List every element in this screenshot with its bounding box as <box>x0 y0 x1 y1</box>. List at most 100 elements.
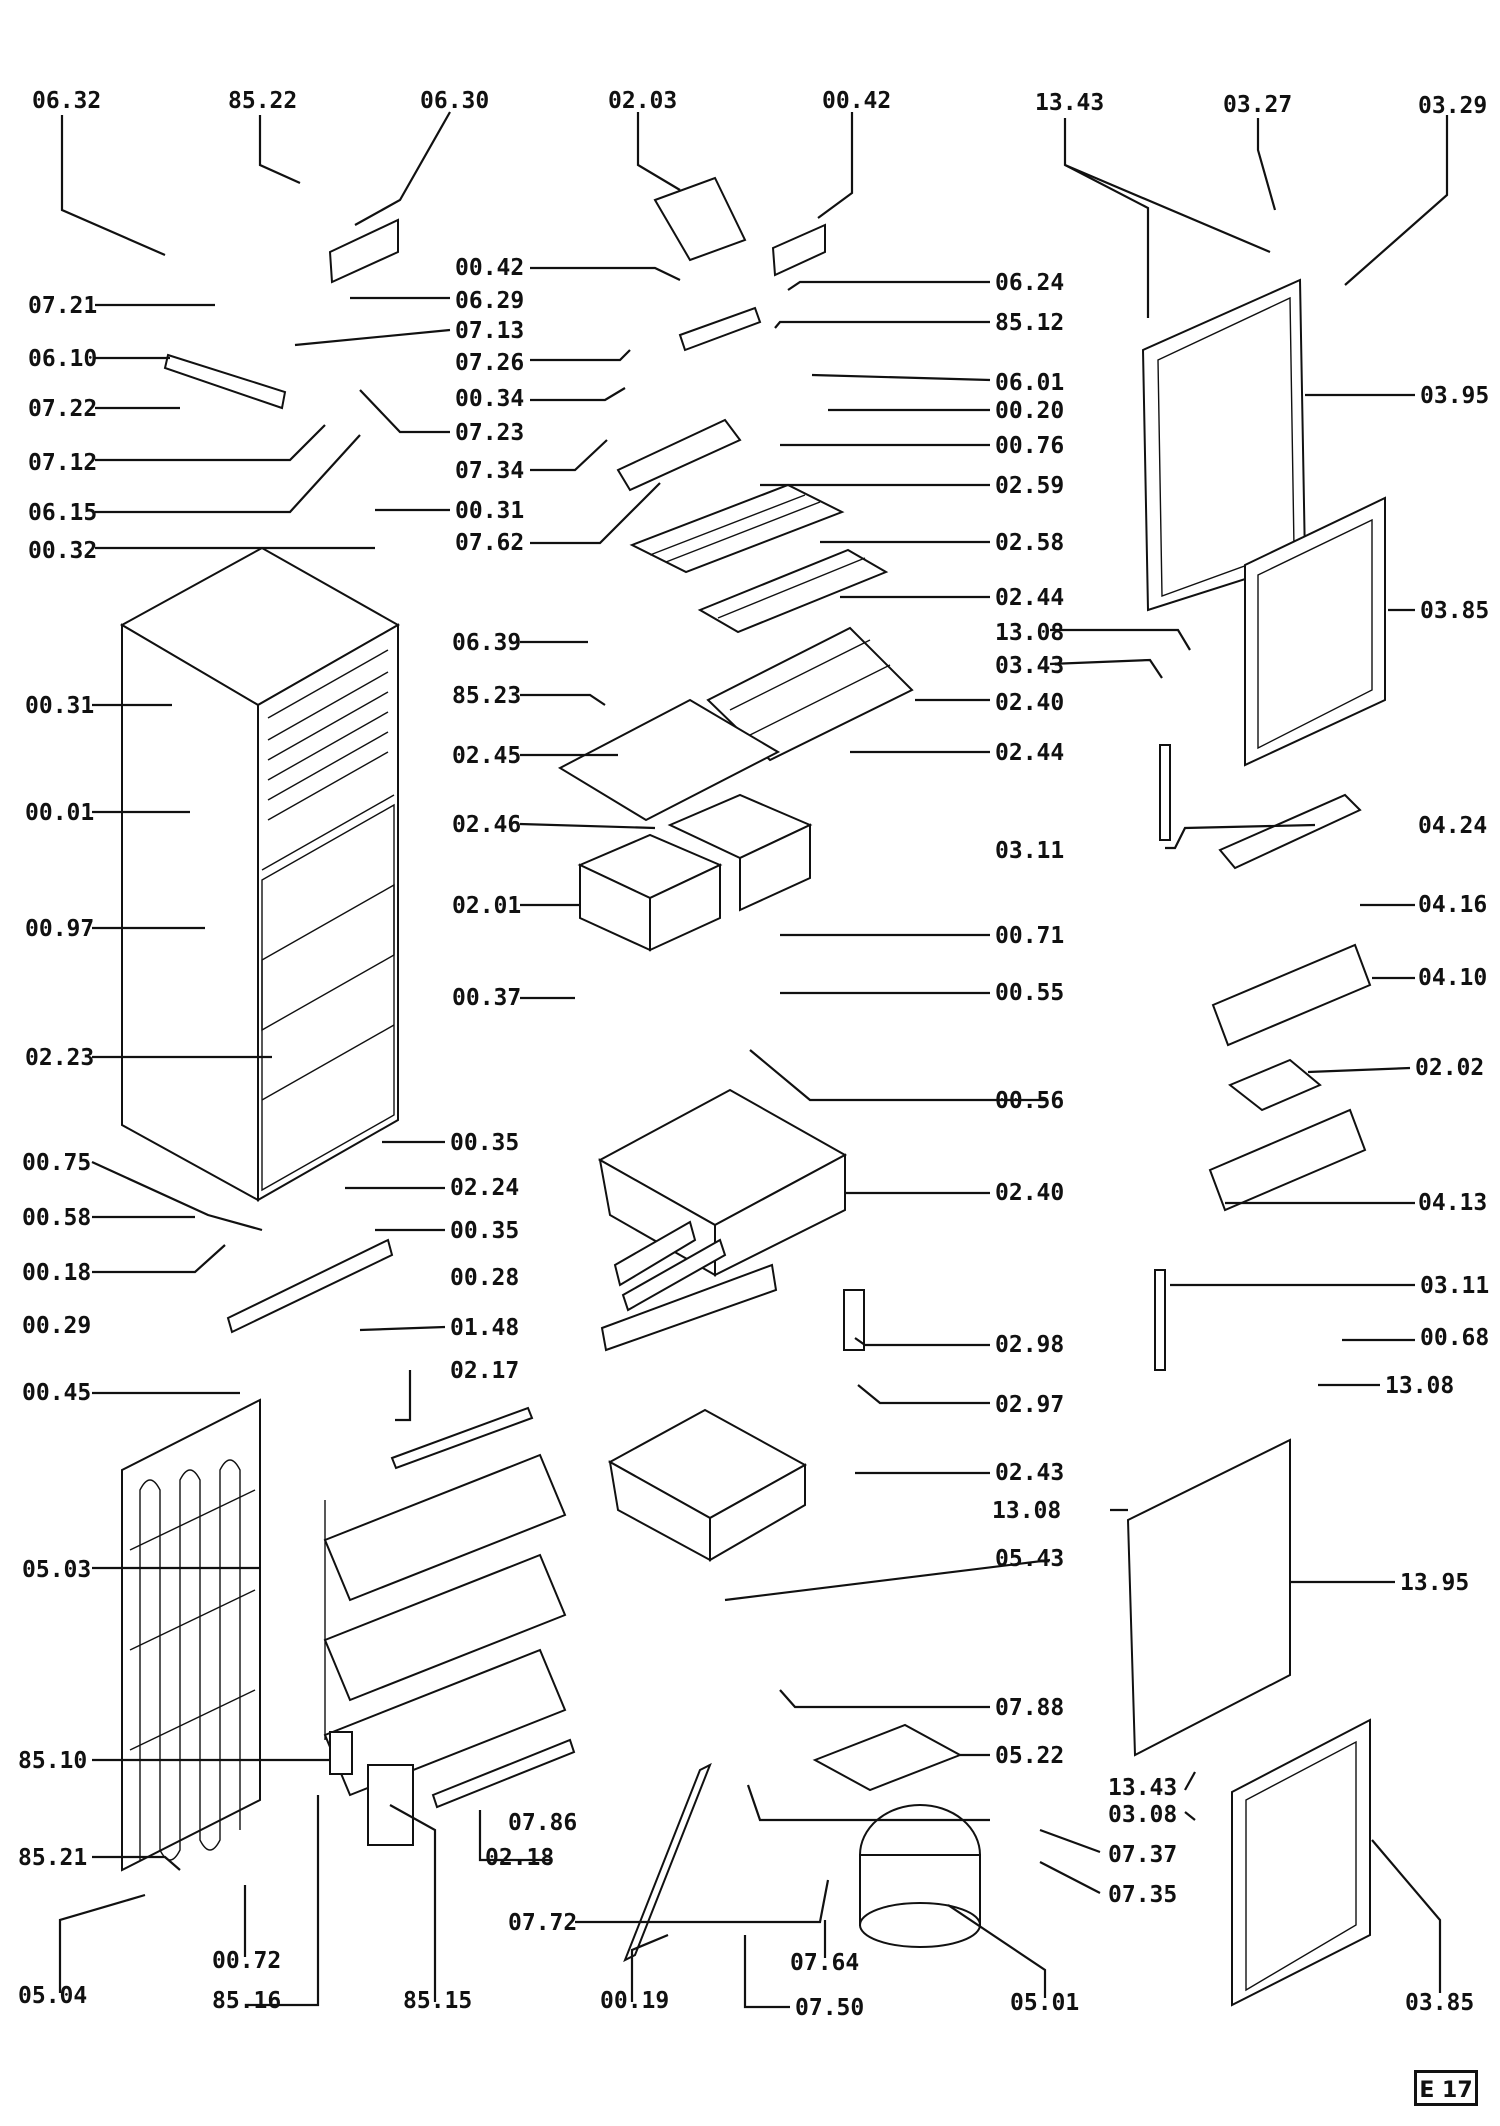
part-label: 00.31 <box>25 693 94 719</box>
part-label: 85.22 <box>228 88 297 114</box>
part-label: 07.35 <box>1108 1882 1177 1908</box>
part-label: 13.95 <box>1400 1570 1469 1596</box>
part-label: 05.22 <box>995 1743 1064 1769</box>
part-label: 07.13 <box>455 318 524 344</box>
part-label: 07.62 <box>455 530 524 556</box>
part-label: 07.64 <box>790 1950 859 1976</box>
part-label: 07.88 <box>995 1695 1064 1721</box>
part-label: 05.43 <box>995 1546 1064 1572</box>
part-label: 02.17 <box>450 1358 519 1384</box>
part-label: 00.35 <box>450 1218 519 1244</box>
part-label: 00.28 <box>450 1265 519 1291</box>
part-label: 07.26 <box>455 350 524 376</box>
part-label: 00.31 <box>455 498 524 524</box>
part-label: 02.59 <box>995 473 1064 499</box>
shelves-drawing <box>557 483 914 822</box>
part-label: 02.02 <box>1415 1055 1484 1081</box>
part-label: 06.01 <box>995 370 1064 396</box>
part-label: 85.12 <box>995 310 1064 336</box>
cabinet-drawing <box>119 546 401 1202</box>
part-label: 06.32 <box>32 88 101 114</box>
part-label: 02.01 <box>452 893 521 919</box>
part-label: 06.10 <box>28 346 97 372</box>
part-label: 07.34 <box>455 458 524 484</box>
small-parts-drawing <box>163 176 1171 1963</box>
part-label: 05.04 <box>18 1983 87 2009</box>
part-label: 07.72 <box>508 1910 577 1936</box>
part-label: 02.44 <box>995 585 1064 611</box>
part-label: 02.23 <box>25 1045 94 1071</box>
part-label: 06.39 <box>452 630 521 656</box>
part-label: 07.37 <box>1108 1842 1177 1868</box>
part-label: 02.98 <box>995 1332 1064 1358</box>
part-labels: 06.32 85.22 06.30 02.03 00.42 13.43 03.2… <box>18 88 1489 2021</box>
part-label: 00.55 <box>995 980 1064 1006</box>
part-label: 00.32 <box>28 538 97 564</box>
part-label: 85.23 <box>452 683 521 709</box>
part-label: 04.13 <box>1418 1190 1487 1216</box>
part-label: 13.43 <box>1108 1775 1177 1801</box>
part-label: 02.03 <box>608 88 677 114</box>
part-label: 03.85 <box>1420 598 1489 624</box>
part-label: 00.01 <box>25 800 94 826</box>
part-label: 02.58 <box>995 530 1064 556</box>
part-label: 03.29 <box>1418 93 1487 119</box>
part-label: 06.29 <box>455 288 524 314</box>
part-label: 07.50 <box>795 1995 864 2021</box>
door-racks-drawing <box>1208 793 1372 1212</box>
page-tag: E 17 <box>1414 2070 1478 2106</box>
part-label: 00.71 <box>995 923 1064 949</box>
part-label: 06.24 <box>995 270 1064 296</box>
part-label: 00.35 <box>450 1130 519 1156</box>
part-label: 07.22 <box>28 396 97 422</box>
part-label: 00.68 <box>1420 1325 1489 1351</box>
part-label: 02.46 <box>452 812 521 838</box>
part-label: 05.03 <box>22 1557 91 1583</box>
part-label: 04.24 <box>1418 813 1487 839</box>
part-label: 00.72 <box>212 1948 281 1974</box>
part-label: 03.11 <box>1420 1273 1489 1299</box>
part-label: 00.37 <box>452 985 521 1011</box>
part-label: 02.24 <box>450 1175 519 1201</box>
part-label: 06.15 <box>28 500 97 526</box>
part-label: 85.21 <box>18 1845 87 1871</box>
part-label: 00.29 <box>22 1313 91 1339</box>
part-label: 13.08 <box>995 620 1064 646</box>
part-label: 02.45 <box>452 743 521 769</box>
compressor-drawing <box>812 1723 981 1948</box>
part-label: 07.86 <box>508 1810 577 1836</box>
part-label: 00.18 <box>22 1260 91 1286</box>
crisper-drawers-drawing <box>577 793 813 952</box>
part-label: 00.97 <box>25 916 94 942</box>
part-label: 00.20 <box>995 398 1064 424</box>
part-label: 02.97 <box>995 1392 1064 1418</box>
part-label: 02.43 <box>995 1460 1064 1486</box>
freezer-baskets-drawing <box>323 1453 567 1797</box>
part-label: 07.12 <box>28 450 97 476</box>
part-label: 03.08 <box>1108 1802 1177 1828</box>
part-label: 02.40 <box>995 1180 1064 1206</box>
part-label: 04.10 <box>1418 965 1487 991</box>
part-label: 04.16 <box>1418 892 1487 918</box>
part-label: 85.16 <box>212 1988 281 2014</box>
part-label: 13.08 <box>1385 1373 1454 1399</box>
part-label: 05.01 <box>1010 1990 1079 2016</box>
part-label: 07.21 <box>28 293 97 319</box>
part-label: 01.48 <box>450 1315 519 1341</box>
doors-drawing <box>1126 278 1386 2007</box>
part-label: 85.15 <box>403 1988 472 2014</box>
part-label: 13.08 <box>992 1498 1061 1524</box>
part-label: 00.58 <box>22 1205 91 1231</box>
part-label: 00.75 <box>22 1150 91 1176</box>
part-label: 85.10 <box>18 1748 87 1774</box>
part-label: 00.42 <box>822 88 891 114</box>
part-label: 00.56 <box>995 1088 1064 1114</box>
part-label: 00.76 <box>995 433 1064 459</box>
part-label: 03.95 <box>1420 383 1489 409</box>
part-label: 00.42 <box>455 255 524 281</box>
part-label: 07.23 <box>455 420 524 446</box>
part-label: 02.40 <box>995 690 1064 716</box>
part-label: 03.27 <box>1223 92 1292 118</box>
part-label: 06.30 <box>420 88 489 114</box>
